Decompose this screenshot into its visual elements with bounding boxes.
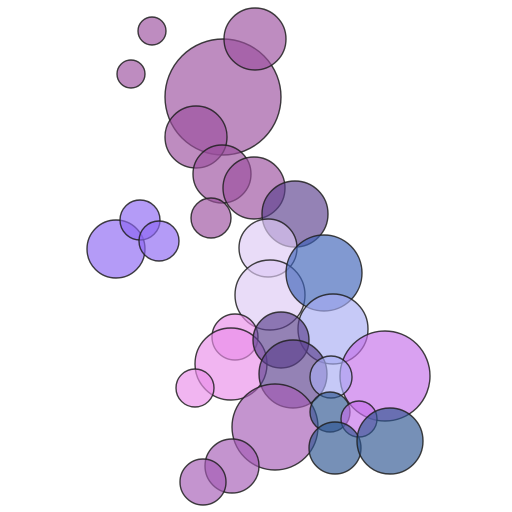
bubble-ni-east	[138, 220, 180, 262]
bubble-north-small-b	[116, 59, 146, 89]
bubble-south-east-a	[308, 421, 362, 475]
bubble-wales-south-small	[175, 368, 215, 408]
bubble-cornwall	[179, 458, 227, 506]
bubble-north-small-a	[137, 16, 167, 46]
bubble-south-east-b	[356, 407, 424, 475]
bubble-layer	[86, 7, 431, 506]
bubble-north-top	[223, 7, 287, 71]
bubble-scotland-south-small	[190, 197, 232, 239]
